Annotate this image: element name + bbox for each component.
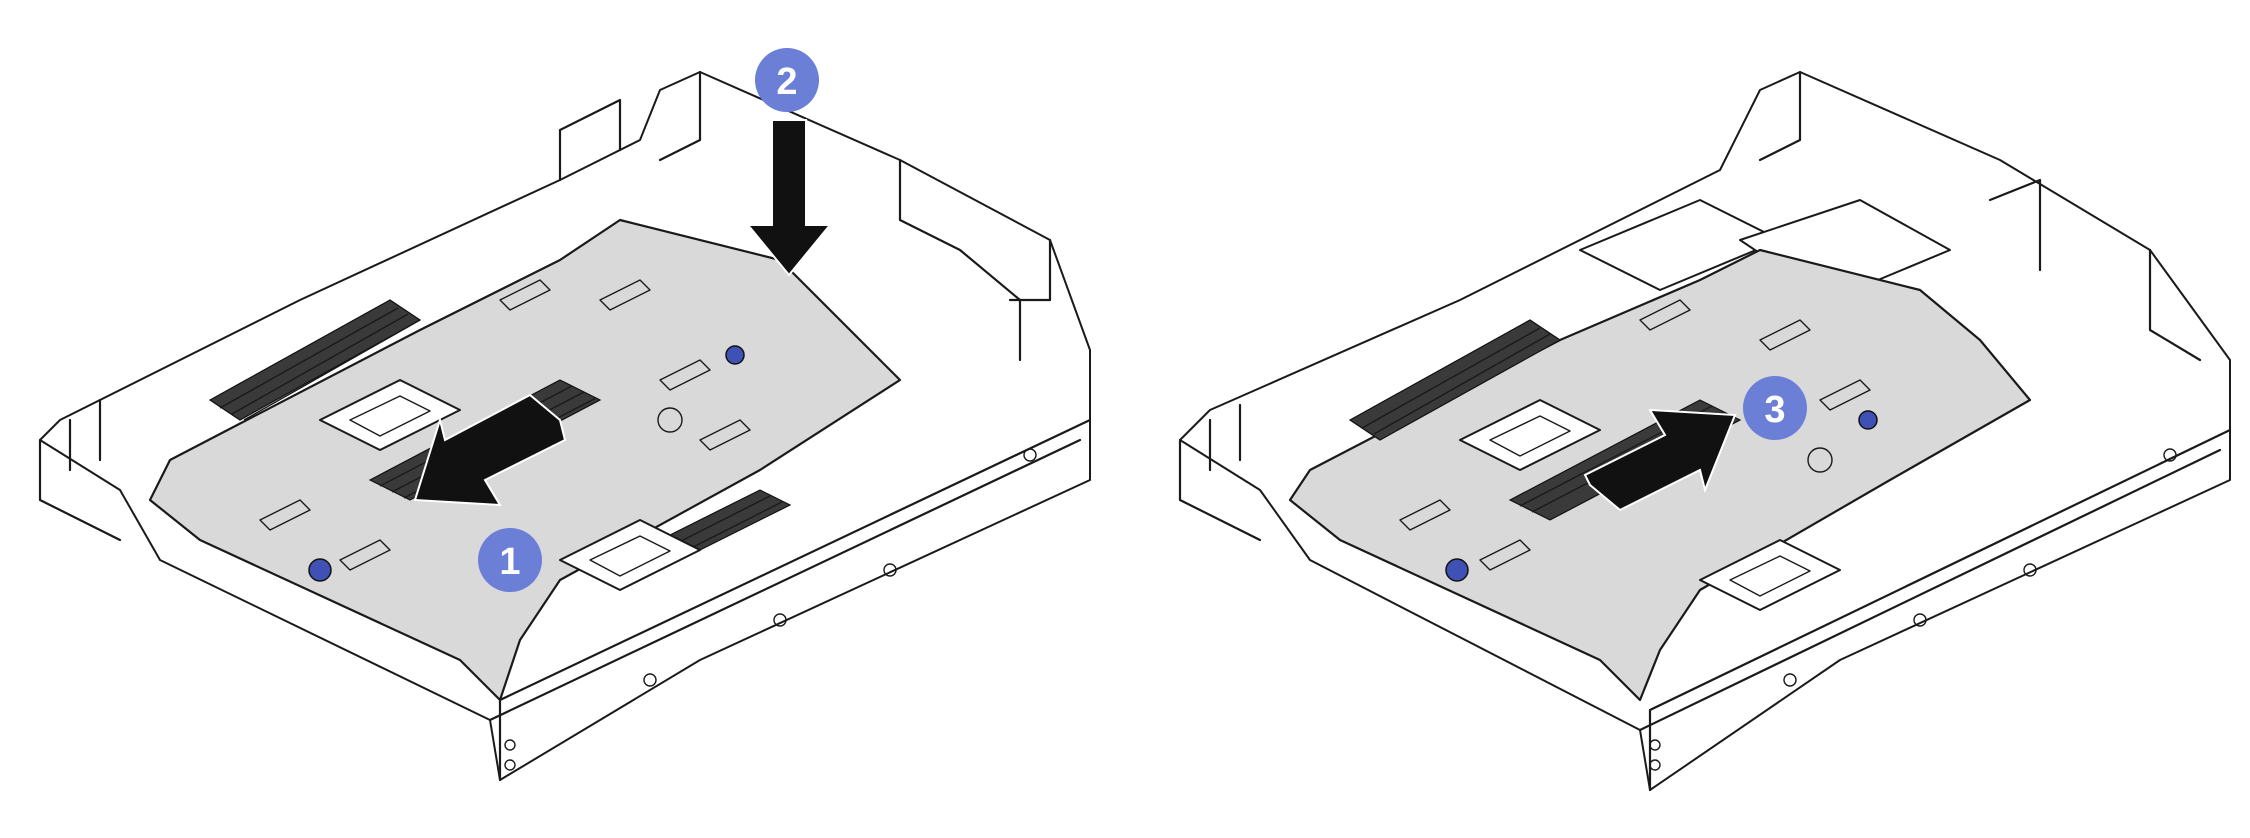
left-panel bbox=[38, 70, 1092, 782]
step-2-arrow bbox=[745, 119, 833, 277]
right-panel bbox=[1178, 70, 2232, 792]
right-lift-handle-icon bbox=[1445, 558, 1469, 582]
callout-2-badge bbox=[755, 48, 819, 112]
left-memory-modules-a bbox=[208, 299, 422, 421]
left-processor-socket-2 bbox=[559, 519, 701, 591]
callout-1: 1 bbox=[478, 528, 542, 592]
left-processor-socket-1 bbox=[319, 379, 461, 451]
callout-2-label: 2 bbox=[776, 61, 797, 103]
right-processor-socket-1 bbox=[1459, 399, 1601, 471]
left-guide-pin-icon bbox=[725, 345, 745, 365]
step-3-arrow bbox=[1583, 408, 1737, 512]
right-memory-modules-a bbox=[1348, 319, 1562, 441]
callout-1-label: 1 bbox=[499, 541, 520, 583]
right-guide-pin-icon bbox=[1858, 410, 1878, 430]
step-1-arrow bbox=[413, 393, 567, 507]
callout-2: 2 bbox=[755, 48, 819, 112]
callout-3: 3 bbox=[1743, 376, 1807, 440]
callout-3-badge bbox=[1743, 376, 1807, 440]
right-processor-socket-2 bbox=[1699, 539, 1841, 611]
callout-3-label: 3 bbox=[1764, 389, 1785, 431]
left-lift-handle-icon bbox=[308, 558, 332, 582]
callout-1-badge bbox=[478, 528, 542, 592]
